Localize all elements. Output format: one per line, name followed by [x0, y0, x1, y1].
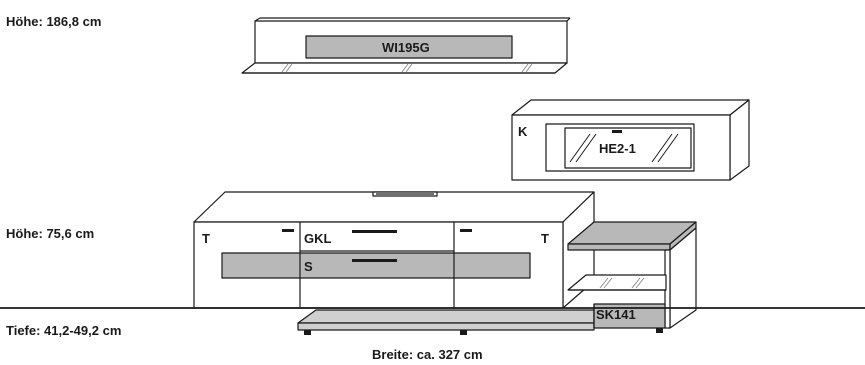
height-bottom-label: Höhe: 75,6 cm — [6, 226, 95, 241]
lowboard-right-label: T — [541, 231, 549, 246]
lowboard-left-label: T — [202, 231, 210, 246]
lowboard-center-label: GKL — [304, 231, 332, 246]
lowboard-drawer-label: S — [304, 259, 313, 274]
wall-shelf-label: WI195G — [382, 40, 430, 55]
height-top-label: Höhe: 186,8 cm — [6, 14, 102, 29]
lowboard-band — [221, 252, 531, 279]
hanging-cabinet-label: HE2-1 — [599, 141, 636, 156]
wall-shelf — [241, 17, 571, 74]
hanging-cabinet — [511, 99, 750, 181]
width-label: Breite: ca. 327 cm — [372, 347, 483, 362]
lowboard-plinth — [297, 309, 595, 324]
hanging-cabinet-letter: K — [518, 124, 528, 139]
depth-label: Tiefe: 41,2-49,2 cm — [6, 323, 122, 338]
side-shelf-label: SK141 — [596, 307, 636, 322]
side-shelf — [567, 221, 697, 333]
lowboard — [193, 191, 595, 335]
wall-shelf-panel — [305, 35, 513, 59]
